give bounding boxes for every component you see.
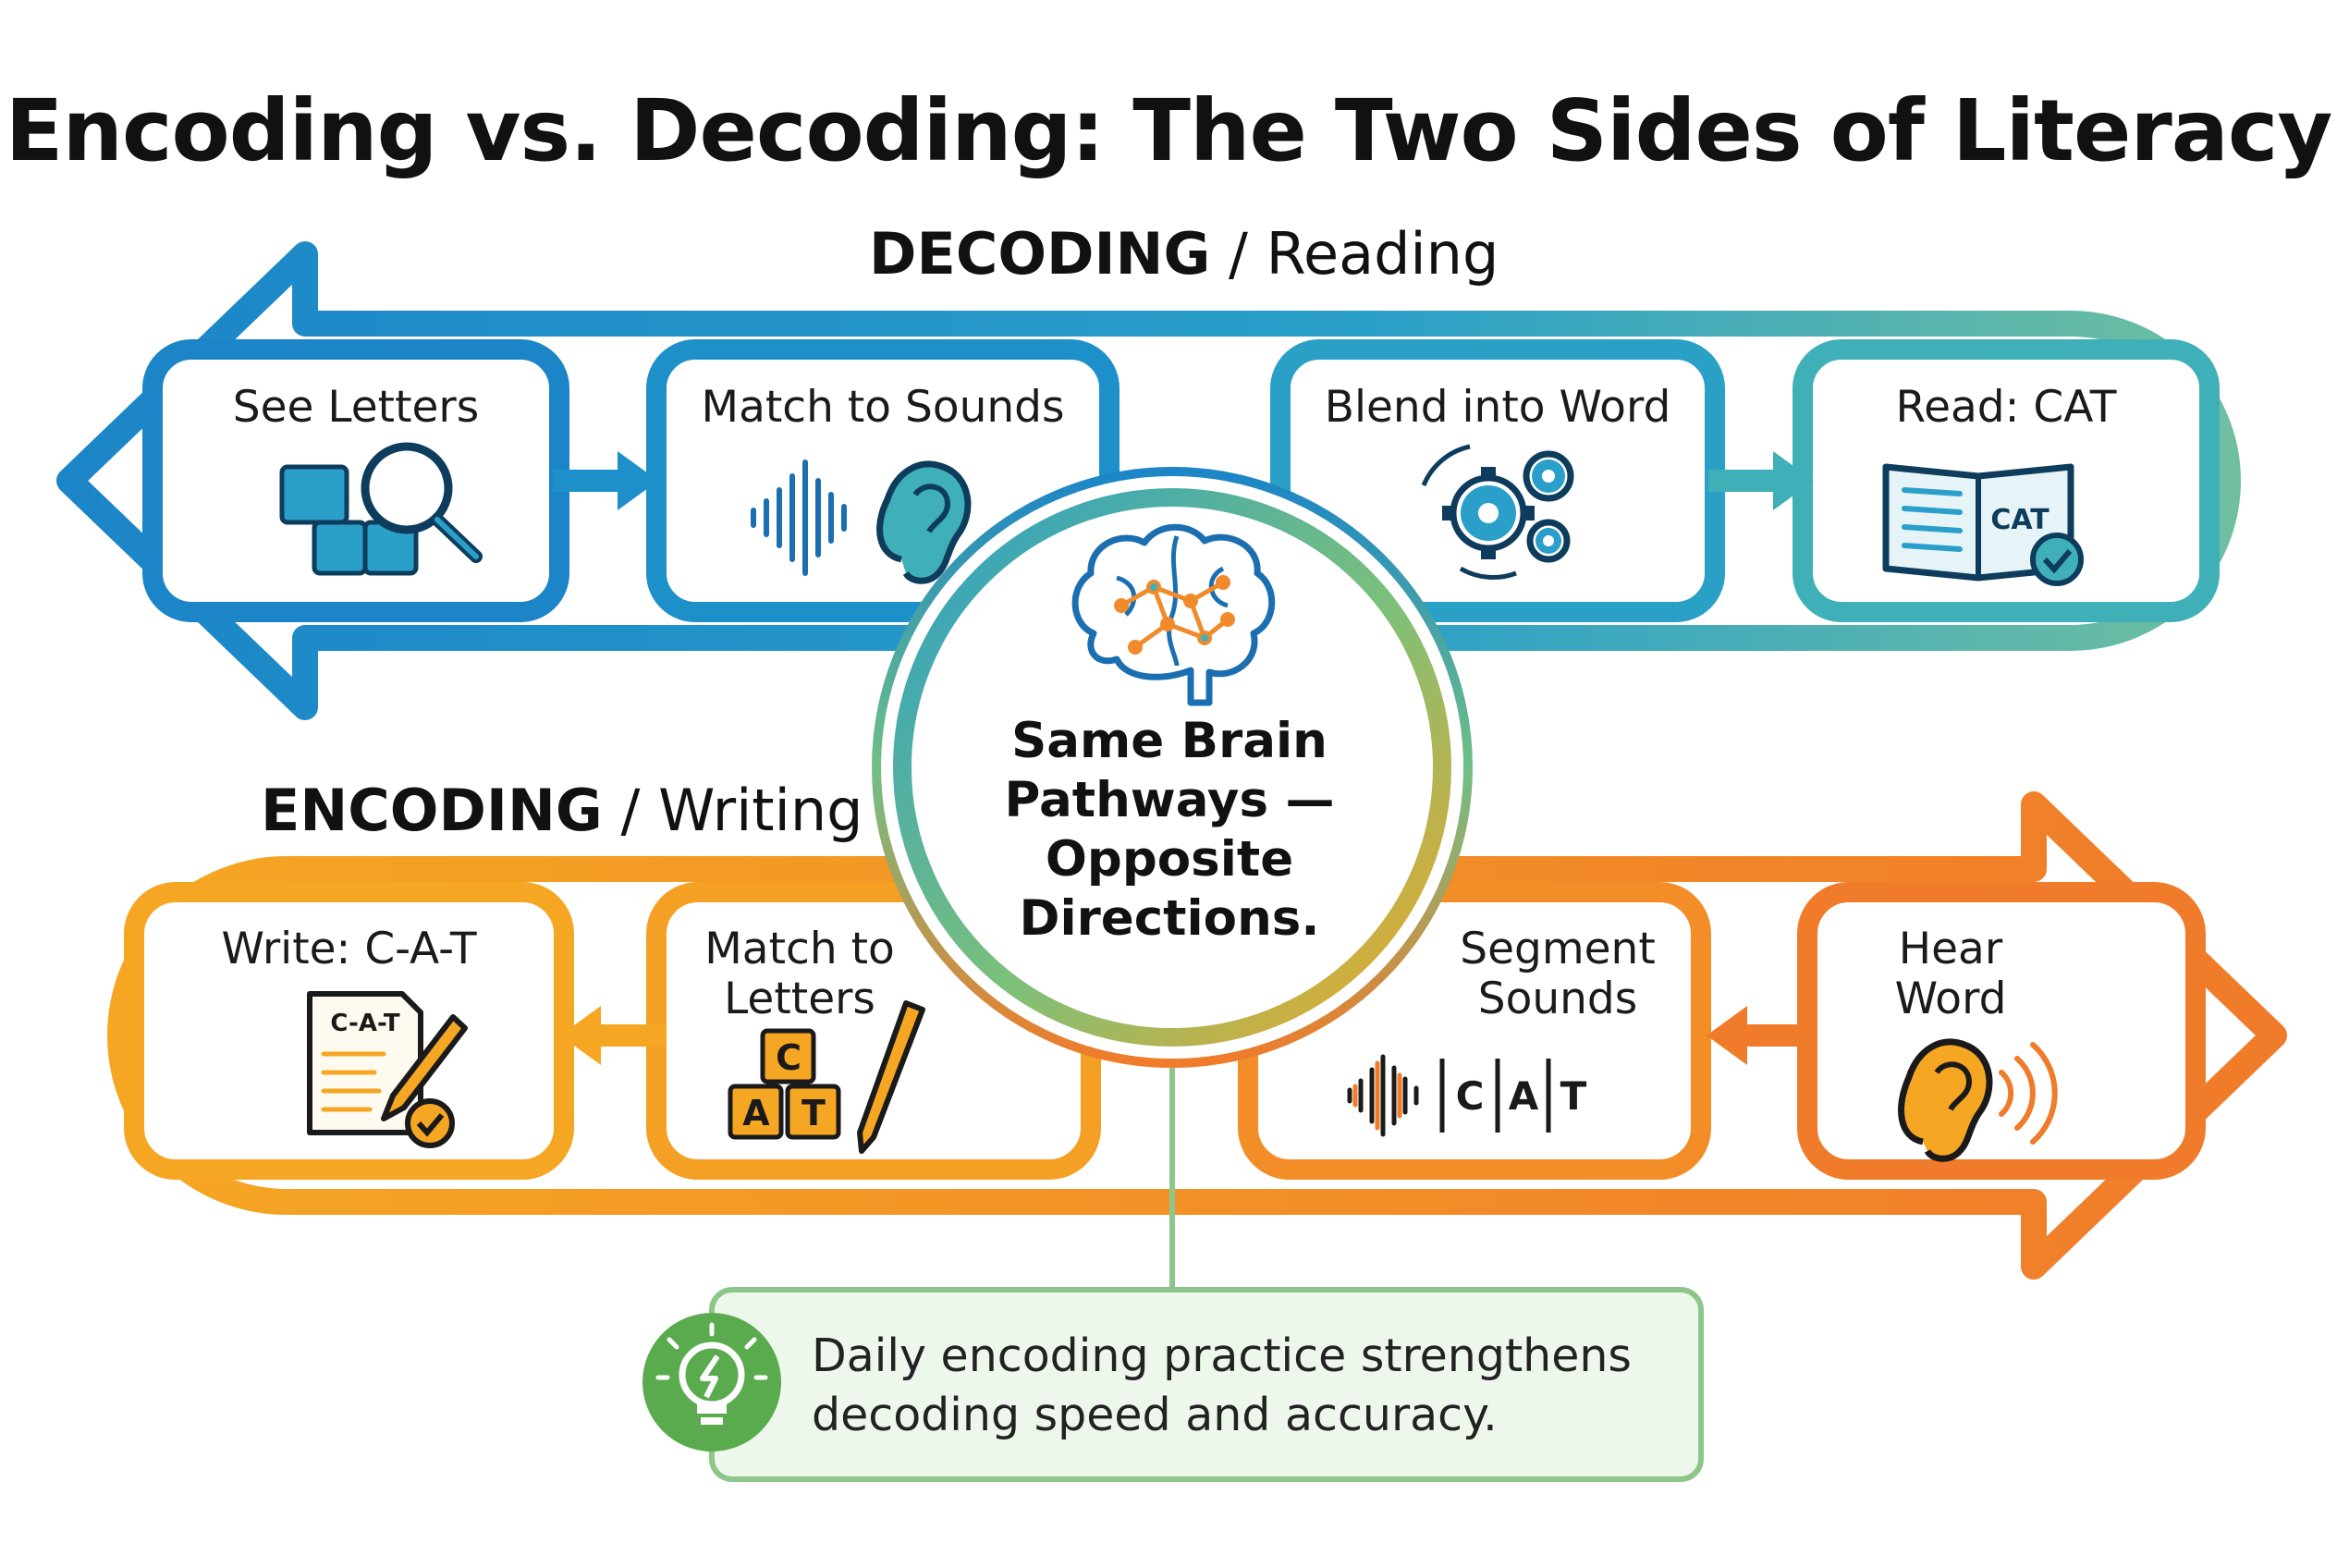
doc-word: C-A-T xyxy=(330,1010,400,1037)
lightbulb-icon xyxy=(642,1313,781,1452)
block-t: T xyxy=(801,1093,826,1133)
block-c: C xyxy=(776,1037,801,1078)
soundwave-ear-icon xyxy=(751,459,972,584)
decoding-heading-bold: DECODING xyxy=(869,220,1211,288)
decoding-step-label-3: Blend into Word xyxy=(1324,382,1671,433)
document-pencil-check-icon: C-A-T xyxy=(307,991,468,1148)
decoding-heading: DECODING / Reading xyxy=(869,220,1499,288)
encoding-step-label-4: Hear Word xyxy=(1894,924,2007,1024)
page-title: Encoding vs. Decoding: The Two Sides of … xyxy=(5,81,2333,180)
decoding-heading-rest: / Reading xyxy=(1210,220,1499,288)
brain-network-icon xyxy=(1071,523,1276,706)
encoding-heading: ENCODING / Writing xyxy=(261,777,863,844)
open-book-check-icon: CAT xyxy=(1882,463,2084,586)
book-word: CAT xyxy=(1990,504,2049,536)
decoding-step-label-4: Read: CAT xyxy=(1895,382,2117,433)
encoding-arrow-2-1 xyxy=(560,1006,666,1065)
block-a: A xyxy=(742,1093,770,1133)
encoding-step-label-3: Segment Sounds xyxy=(1460,924,1656,1024)
encoding-heading-bold: ENCODING xyxy=(261,777,603,844)
segment-letter-t: T xyxy=(1560,1073,1587,1119)
segment-letter-a: A xyxy=(1509,1073,1539,1119)
decoding-arrow-3-4 xyxy=(1708,451,1814,510)
decoding-step-label-2: Match to Sounds xyxy=(701,382,1065,433)
decoding-arrow-1-2 xyxy=(553,451,658,510)
letter-blocks-pencil-icon: C A T xyxy=(728,1000,925,1154)
gears-icon xyxy=(1421,444,1574,580)
encoding-step-label-1: Write: C-A-T xyxy=(221,924,477,974)
center-circle-inner xyxy=(893,488,1451,1047)
decoding-step-label-1: See Letters xyxy=(232,382,480,433)
encoding-step-label-2: Match to Letters xyxy=(704,924,895,1024)
tip-text: Daily encoding practice strengthens deco… xyxy=(812,1329,1632,1441)
center-statement: Same Brain Pathways — Opposite Direction… xyxy=(1004,713,1335,947)
encoding-arrow-4-3 xyxy=(1707,1006,1812,1065)
segment-letter-c: C xyxy=(1456,1073,1485,1119)
encoding-heading-rest: / Writing xyxy=(602,777,863,844)
soundwave-letters-icon: C A T xyxy=(1347,1054,1587,1137)
ear-sound-icon xyxy=(1898,1038,2058,1162)
magnifier-letters-icon xyxy=(279,442,483,576)
